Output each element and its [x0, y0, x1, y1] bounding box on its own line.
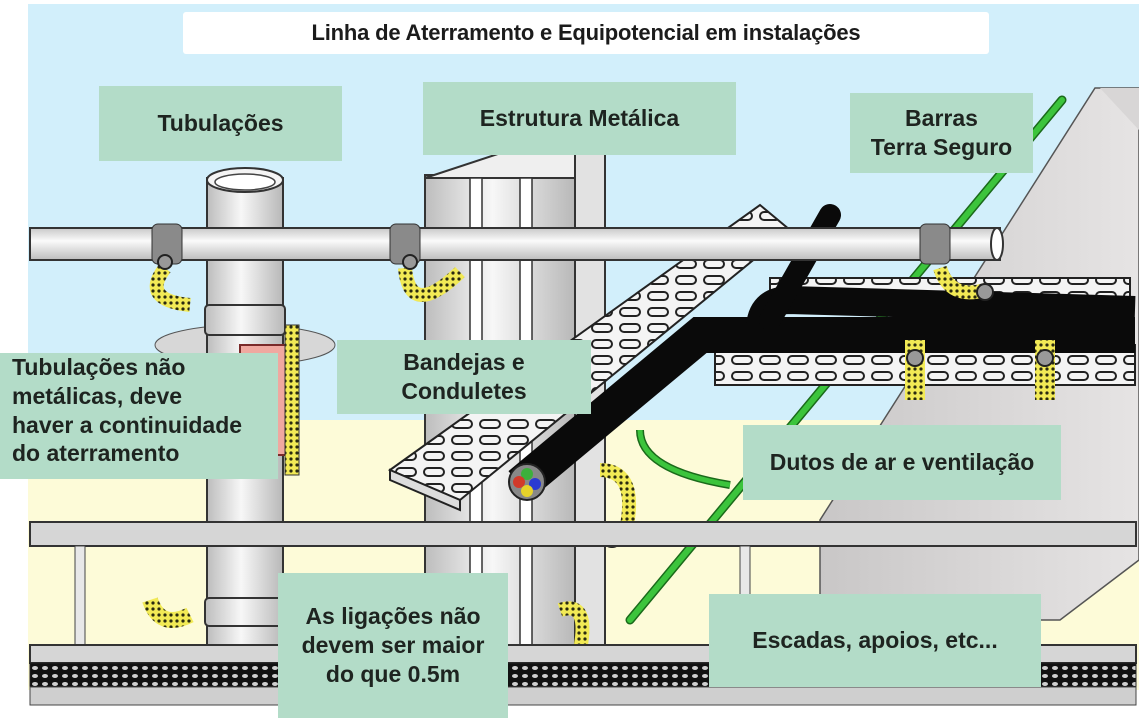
label-ligacoes: As ligações não devem ser maior do que 0…	[278, 573, 508, 718]
label-text: Tubulações	[157, 110, 284, 137]
label-escadas-apoios: Escadas, apoios, etc...	[709, 594, 1041, 687]
label-text: Bandejas e	[403, 349, 525, 376]
label-text: metálicas, deve	[12, 382, 183, 409]
label-dutos-ventilacao: Dutos de ar e ventilação	[743, 425, 1061, 500]
label-text: devem ser maior	[301, 632, 485, 659]
label-bandejas-conduletes: Bandejas e Conduletes	[337, 340, 591, 414]
label-text: Barras	[905, 105, 978, 132]
horizontal-pipe	[29, 223, 1004, 265]
label-text: haver a continuidade	[12, 411, 243, 438]
label-text: Escadas, apoios, etc...	[752, 627, 998, 654]
label-barras-terra: Barras Terra Seguro	[850, 93, 1033, 173]
label-tubulacoes: Tubulações	[99, 86, 342, 161]
label-estrutura-metalica: Estrutura Metálica	[423, 82, 736, 155]
label-text: Estrutura Metálica	[479, 105, 680, 132]
label-tubulacoes-nao-metalicas: Tubulações não metálicas, deve haver a c…	[0, 353, 278, 479]
label-text: do aterramento	[12, 440, 180, 467]
label-text: As ligações não	[305, 603, 481, 630]
diagram-title: Linha de Aterramento e Equipotencial em …	[183, 12, 989, 54]
label-text: Conduletes	[401, 378, 527, 404]
label-text: Tubulações não	[12, 354, 186, 380]
label-text: do que 0.5m	[325, 660, 461, 687]
label-text: Dutos de ar e ventilação	[769, 449, 1035, 476]
label-text: Terra Seguro	[870, 134, 1013, 160]
